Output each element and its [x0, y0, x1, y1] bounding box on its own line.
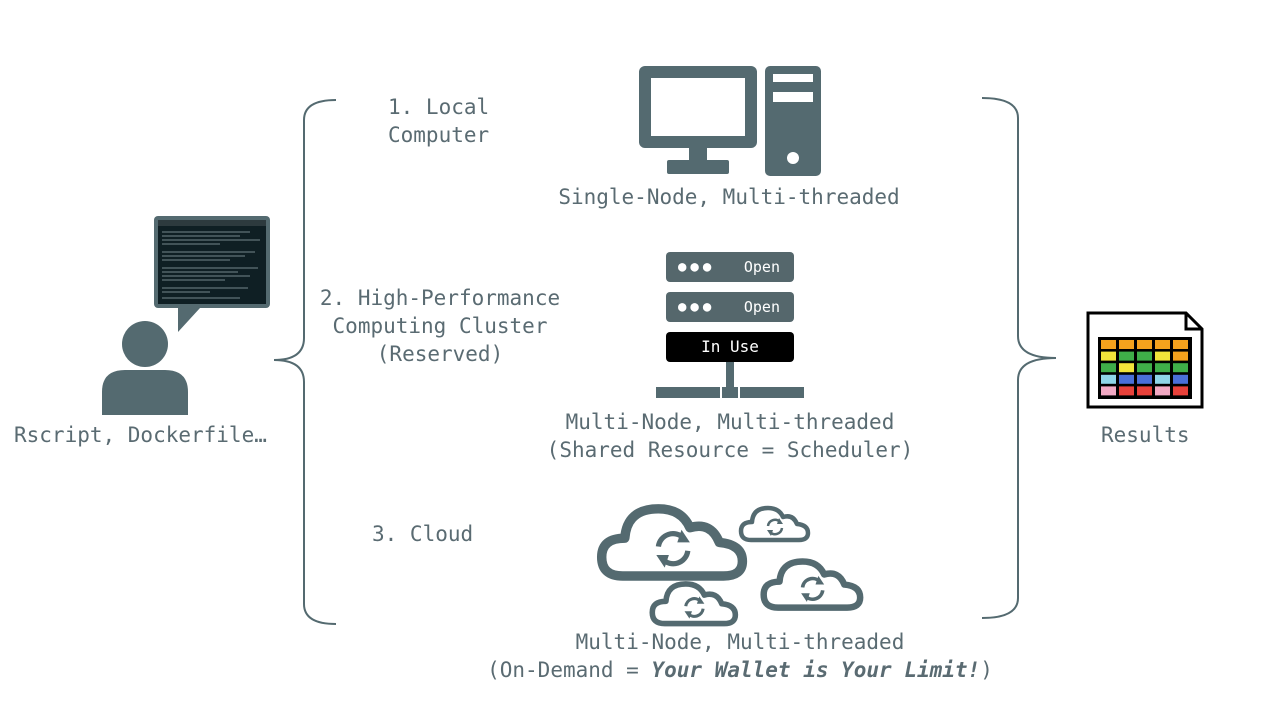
- spreadsheet-cell: [1173, 340, 1188, 349]
- spreadsheet-cell: [1155, 351, 1170, 361]
- spreadsheet-cell: [1173, 374, 1188, 384]
- spreadsheet-cell: [1173, 351, 1188, 361]
- server-node-status: In Use: [701, 337, 759, 356]
- spreadsheet-cell: [1101, 351, 1116, 361]
- option-cloud-caption-line1: Multi-Node, Multi-threaded: [575, 630, 905, 654]
- option-hpc-label: 2. High-Performance Computing Cluster (R…: [319, 286, 561, 366]
- spreadsheet-cell: [1119, 340, 1134, 349]
- server-rack-icon: [656, 362, 804, 398]
- spreadsheet-cell: [1119, 386, 1134, 396]
- spreadsheet-cell: [1137, 386, 1152, 396]
- spreadsheet-cell: [1173, 363, 1188, 373]
- spreadsheet-icon: [1086, 311, 1204, 409]
- option-cloud-label: 3. Cloud: [372, 522, 474, 546]
- user-icon: [102, 321, 188, 415]
- caption-suffix: ): [980, 658, 993, 682]
- server-node-3: In Use: [666, 332, 794, 362]
- option-local-caption: Single-Node, Multi-threaded: [558, 185, 900, 209]
- caption-emphasis: Your Wallet is Your Limit!: [651, 658, 981, 682]
- cloud-sync-icon: [598, 492, 863, 622]
- spreadsheet-cell: [1101, 363, 1116, 373]
- option-hpc-caption: Multi-Node, Multi-threaded (Shared Resou…: [546, 410, 914, 462]
- spreadsheet-cell: [1101, 340, 1116, 349]
- caption-prefix: (On-Demand =: [487, 658, 652, 682]
- desktop-computer-icon: [639, 66, 821, 176]
- spreadsheet-cell: [1137, 363, 1152, 373]
- server-node-2: ●●● Open: [666, 292, 794, 322]
- status-dots-icon: ●●●: [678, 259, 716, 275]
- terminal-icon: [154, 216, 270, 332]
- status-dots-icon: ●●●: [678, 299, 716, 315]
- server-node-status: Open: [743, 258, 780, 276]
- spreadsheet-cell: [1173, 386, 1188, 396]
- spreadsheet-cell: [1119, 351, 1134, 361]
- spreadsheet-cell: [1155, 386, 1170, 396]
- results-label: Results: [1101, 423, 1190, 447]
- right-brace: [981, 97, 1057, 619]
- spreadsheet-cell: [1101, 374, 1116, 384]
- spreadsheet-cell: [1155, 374, 1170, 384]
- spreadsheet-cell: [1137, 351, 1152, 361]
- option-local-label: 1. Local Computer: [388, 95, 490, 147]
- server-node-1: ●●● Open: [666, 252, 794, 282]
- input-files-label: Rscript, Dockerfile…: [14, 423, 267, 447]
- spreadsheet-cell: [1155, 340, 1170, 349]
- spreadsheet-cell: [1137, 340, 1152, 349]
- server-node-status: Open: [743, 298, 780, 316]
- spreadsheet-cell: [1137, 374, 1152, 384]
- option-cloud-caption-line2: (On-Demand = Your Wallet is Your Limit!): [440, 656, 1040, 684]
- spreadsheet-cell: [1119, 363, 1134, 373]
- spreadsheet-cell: [1119, 374, 1134, 384]
- left-brace: [273, 99, 337, 625]
- spreadsheet-cell: [1155, 363, 1170, 373]
- spreadsheet-cell: [1101, 386, 1116, 396]
